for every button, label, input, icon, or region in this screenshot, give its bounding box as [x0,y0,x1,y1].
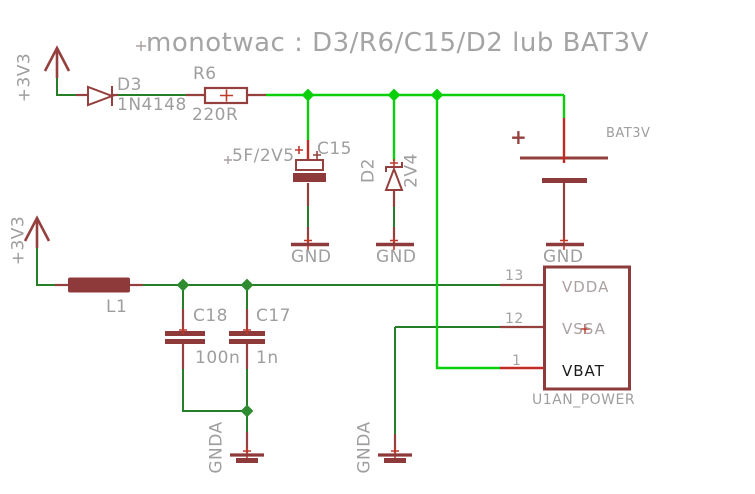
battery-bat3v-symbol[interactable] [520,156,608,183]
pin-name-vbat: VBAT [562,362,605,380]
inductor-l1-ref: L1 [106,297,128,317]
capacitor-c18-ref: C18 [193,306,229,326]
capacitor-c15-value: 5F/2V5 [232,146,295,166]
capacitor-c18-symbol[interactable] [165,326,205,344]
gnda-label-left: GNDA [206,421,227,474]
zener-d2-ref: D2 [358,158,379,183]
gnda-symbol-left[interactable] [230,447,264,463]
capacitor-c17-symbol[interactable] [229,326,265,344]
supply-label-3v3-bottom: +3V3 [8,215,29,266]
junction-dots-highlighted [301,88,444,102]
gnd-symbol-d2[interactable] [376,237,414,250]
ic-u1-power-symbol[interactable] [543,265,631,391]
supply-3v3-bottom-symbol[interactable] [23,215,51,248]
capacitor-c17-value: 1n [256,348,279,368]
highlighted-pin-leads [306,118,566,370]
capacitor-c18-value: 100n [195,348,241,368]
resistor-r6-symbol[interactable] [203,86,249,105]
pin-stubs [55,93,566,453]
pin-number-12: 12 [505,311,524,327]
diode-d3-ref: D3 [117,75,142,95]
resistor-r6-value: 220R [192,105,239,125]
zener-d2-symbol[interactable] [384,159,404,191]
pin-number-13: 13 [505,268,524,284]
gnd-label-d2: GND [376,247,417,267]
resistor-r6-ref: R6 [193,64,217,84]
zener-d2-value: 2V4 [401,153,422,188]
capacitor-c17-ref: C17 [256,306,292,326]
title-anchor-cross-icon [136,41,232,164]
gnd-label-battery: GND [543,247,584,267]
pin-number-1: 1 [512,353,522,369]
gnda-label-right: GNDA [354,421,375,474]
battery-ref: BAT3V [606,126,651,141]
gnd-label-c15: GND [291,247,332,267]
net-vbat-highlighted-wire[interactable] [266,93,566,370]
supply-3v3-top-symbol[interactable] [43,45,71,78]
net-gnda-wire[interactable] [182,206,500,434]
pin-name-vdda: VDDA [562,278,610,296]
net-3v3-top-wire[interactable] [56,76,186,96]
junction-dots [176,278,254,418]
diode-d3-symbol[interactable] [87,85,115,107]
capacitor-c15-ref: C15 [317,139,353,159]
gnd-symbol-battery[interactable] [546,237,584,250]
pin-name-vssa: VSSA [562,320,606,338]
gnd-symbol-c15[interactable] [291,237,329,250]
ic-u1-refdes: U1AN_POWER [532,392,636,408]
capacitor-c15-symbol[interactable] [293,146,326,182]
diode-d3-value: 1N4148 [117,95,187,115]
inductor-l1-symbol[interactable] [68,277,130,293]
battery-plus-sign: + [510,125,528,149]
supply-label-3v3-top: +3V3 [14,52,35,103]
sheet-title: monotwac : D3/R6/C15/D2 lub BAT3V [146,28,649,58]
gnda-symbol-right[interactable] [378,447,412,463]
